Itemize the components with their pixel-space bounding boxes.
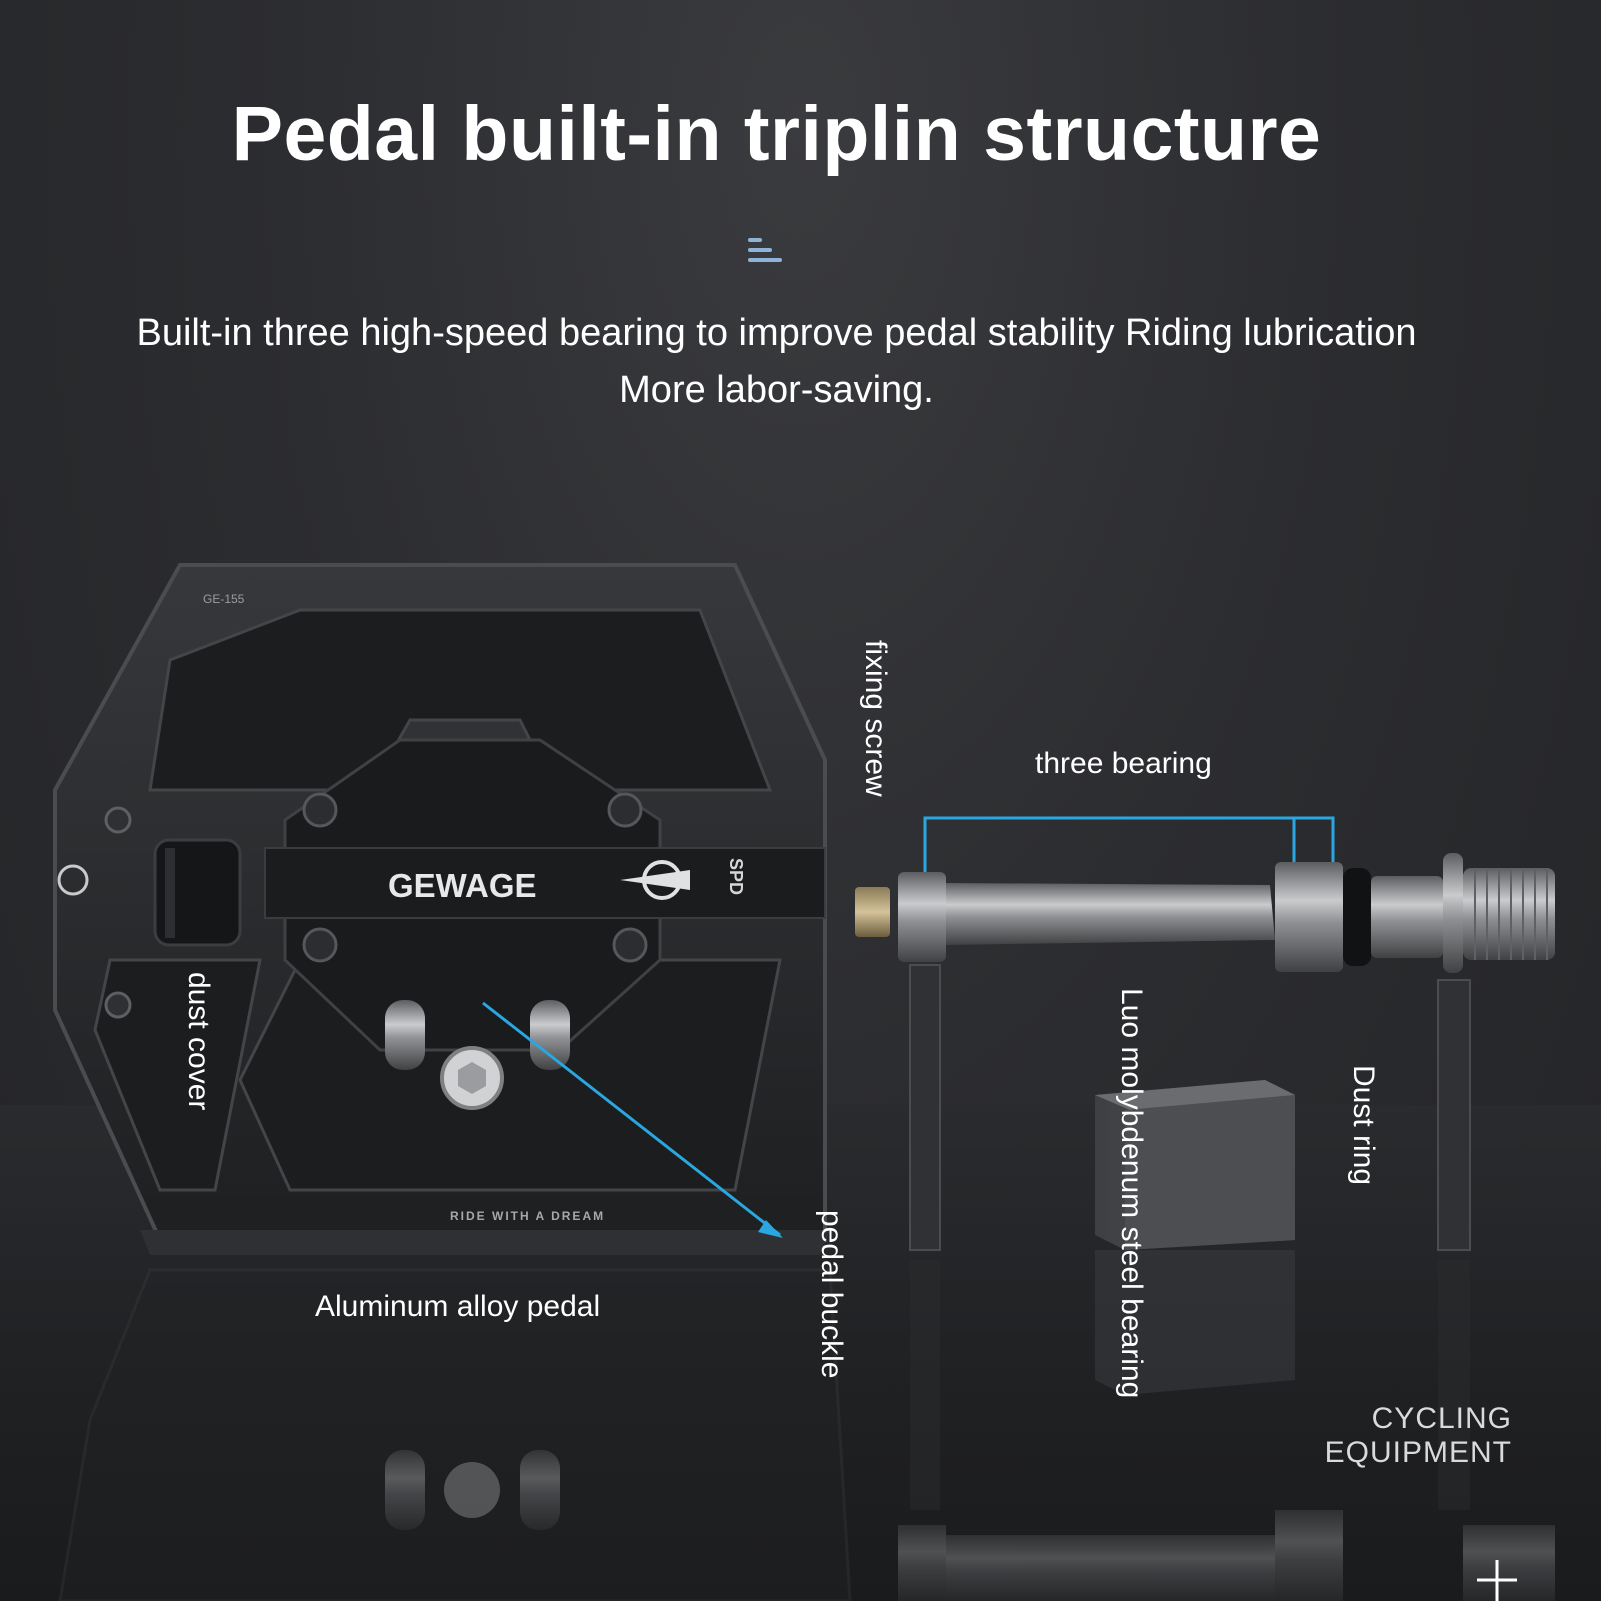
pedal-body xyxy=(53,563,830,1255)
label-dust-ring: Dust ring xyxy=(1347,1065,1380,1186)
pedal-axle xyxy=(855,853,1555,973)
callout-lines xyxy=(482,816,1335,1237)
pedal-spd-text: SPD xyxy=(726,858,746,895)
callout-arrowhead xyxy=(758,1220,783,1238)
page-title: Pedal built-in triplin structure xyxy=(231,91,1322,177)
label-pedal-buckle: pedal buckle xyxy=(815,1210,848,1379)
label-dust-cover: dust cover xyxy=(182,972,215,1111)
label-fixing-screw: fixing screw xyxy=(859,640,892,797)
plus-icon xyxy=(1477,1560,1517,1601)
label-aluminum-pedal: Aluminum alloy pedal xyxy=(315,1290,601,1323)
pedal-reflection xyxy=(58,1268,852,1601)
label-three-bearing: three bearing xyxy=(1035,747,1212,780)
brand-logo-icon xyxy=(620,860,690,900)
pedal-brand-text: GEWAGE xyxy=(388,867,537,904)
brand-line-2: EQUIPMENT xyxy=(1324,1436,1512,1469)
axle-reflection xyxy=(898,1510,1555,1601)
brand-line-1: CYCLING xyxy=(1371,1402,1512,1435)
subtitle-line-2: More labor-saving. xyxy=(619,369,934,411)
subtitle: Built-in three high-speed bearing to imp… xyxy=(60,305,1493,419)
pedal-slogan-text: RIDE WITH A DREAM xyxy=(450,1209,605,1223)
label-luo-bearing: Luo molybdenum steel bearing xyxy=(1115,988,1148,1399)
menu-icon xyxy=(748,238,782,262)
brand-mark: CYCLING EQUIPMENT xyxy=(1300,1402,1512,1470)
pedal-model-text: GE-155 xyxy=(203,592,245,606)
axle-stand xyxy=(909,964,1471,1510)
subtitle-line-1: Built-in three high-speed bearing to imp… xyxy=(136,312,1417,354)
